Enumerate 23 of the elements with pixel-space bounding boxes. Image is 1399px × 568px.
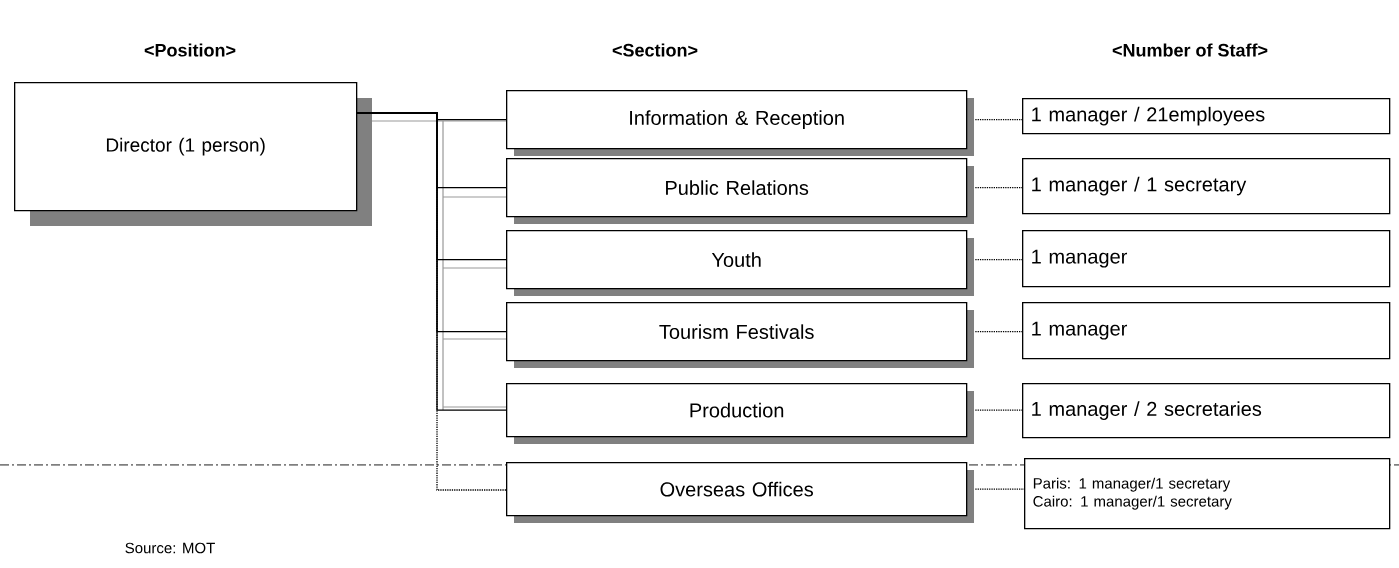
dotted-connector bbox=[974, 119, 1023, 121]
staff-box: 1 manager bbox=[1022, 230, 1391, 288]
source-note: Source: MOT bbox=[125, 542, 215, 554]
column-heading: <Position> bbox=[144, 43, 236, 57]
staff-box: 1 manager / 21employees bbox=[1022, 98, 1391, 135]
dotted-connector bbox=[974, 488, 1025, 490]
position-box: Director (1 person) bbox=[14, 82, 372, 226]
section-box: Tourism Festivals bbox=[506, 302, 974, 368]
column-heading: <Section> bbox=[612, 43, 698, 57]
dotted-connector bbox=[974, 331, 1023, 333]
dotted-connector bbox=[974, 259, 1023, 261]
staff-box: 1 manager / 1 secretary bbox=[1022, 158, 1391, 215]
section-box: Information & Reception bbox=[506, 90, 974, 156]
staff-box: Paris: 1 manager/1 secretary Cairo: 1 manager/1 secretary bbox=[1024, 458, 1391, 530]
section-box: Public Relations bbox=[506, 158, 974, 224]
column-heading: <Number of Staff> bbox=[1112, 43, 1268, 57]
section-box: Youth bbox=[506, 230, 974, 296]
staff-box: 1 manager / 2 secretaries bbox=[1022, 383, 1391, 439]
section-box: Production bbox=[506, 383, 974, 444]
section-box: Overseas Offices bbox=[506, 462, 974, 523]
dotted-connector bbox=[974, 187, 1023, 189]
dotted-connector bbox=[974, 409, 1023, 411]
staff-box: 1 manager bbox=[1022, 302, 1391, 360]
